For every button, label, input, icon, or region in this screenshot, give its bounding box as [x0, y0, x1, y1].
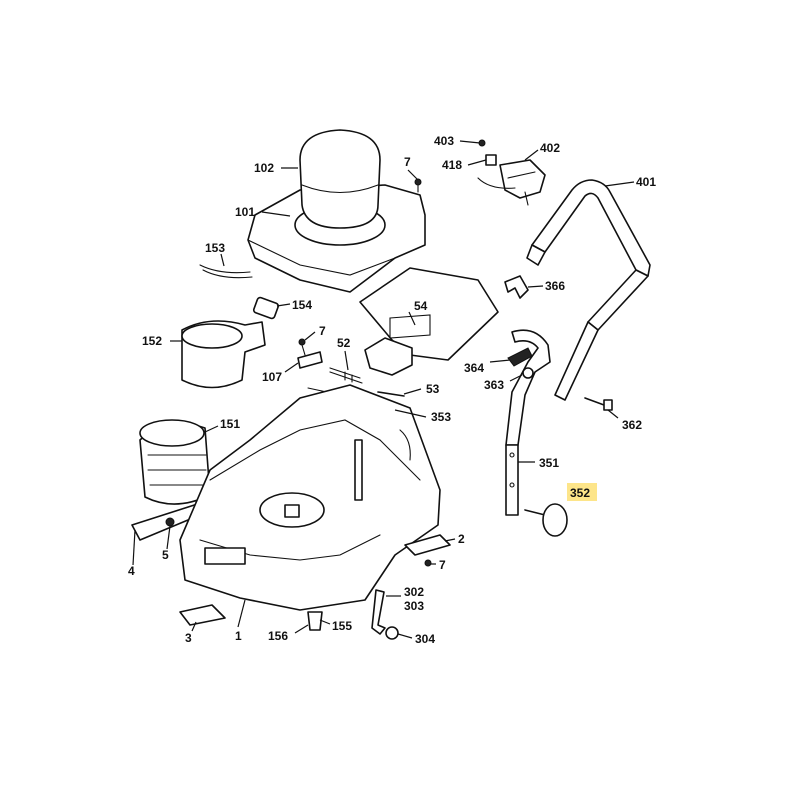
height-adjuster-155-156 — [307, 611, 323, 631]
label-351: 351 — [539, 456, 559, 470]
label-153: 153 — [205, 241, 225, 255]
front-cover-3 — [179, 604, 226, 626]
label-366: 366 — [545, 279, 565, 293]
label-53: 53 — [426, 382, 440, 396]
label-7-low: 7 — [439, 558, 446, 572]
label-303: 303 — [404, 599, 424, 613]
label-418: 418 — [442, 158, 462, 172]
label-54: 54 — [414, 299, 428, 313]
label-364: 364 — [464, 361, 484, 375]
label-154: 154 — [292, 298, 312, 312]
grass-box-cap — [299, 129, 381, 229]
clip-418 — [485, 154, 497, 166]
label-362: 362 — [622, 418, 642, 432]
label-7-top: 7 — [404, 155, 411, 169]
rear-flap-2 — [404, 534, 451, 556]
label-107: 107 — [262, 370, 282, 384]
label-102: 102 — [254, 161, 274, 175]
label-304: 304 — [415, 632, 435, 646]
clip-366 — [504, 275, 529, 299]
screw-7-mid — [298, 338, 306, 356]
label-2: 2 — [458, 532, 465, 546]
label-155: 155 — [332, 619, 352, 633]
screw-7-top — [414, 178, 422, 193]
mower-deck — [179, 384, 441, 611]
label-363: 363 — [484, 378, 504, 392]
label-151: 151 — [220, 417, 240, 431]
label-3: 3 — [185, 631, 192, 645]
label-52: 52 — [337, 336, 351, 350]
lower-handle — [505, 329, 551, 516]
screw-5 — [165, 517, 175, 527]
screw-7-low — [424, 559, 432, 567]
label-156: 156 — [268, 629, 288, 643]
label-403: 403 — [434, 134, 454, 148]
highlight-352 — [567, 483, 597, 501]
knob-352 — [524, 503, 568, 537]
hinge-rod — [377, 391, 405, 397]
label-101: 101 — [235, 205, 255, 219]
switch-box — [477, 159, 546, 206]
label-352: 352 — [570, 486, 590, 500]
wheel-cap-304 — [385, 626, 399, 640]
lever-302-303 — [371, 589, 386, 635]
capacitor-154 — [252, 296, 280, 320]
label-402: 402 — [540, 141, 560, 155]
label-401: 401 — [636, 175, 656, 189]
motor-151 — [139, 419, 211, 505]
label-1: 1 — [235, 629, 242, 643]
cable-153 — [199, 264, 253, 279]
part-labels: 102 101 7 403 418 402 401 366 54 52 53 3… — [128, 134, 656, 646]
switch-housing-152 — [181, 320, 266, 389]
washer-363 — [522, 367, 534, 379]
label-4: 4 — [128, 564, 135, 578]
hinge-spring — [329, 367, 363, 384]
upper-handle — [526, 179, 651, 401]
label-152: 152 — [142, 334, 162, 348]
rear-flap — [359, 267, 499, 376]
label-5: 5 — [162, 548, 169, 562]
bolt-362 — [584, 397, 613, 411]
leader-lines — [132, 140, 635, 639]
label-302: 302 — [404, 585, 424, 599]
label-7-mid: 7 — [319, 324, 326, 338]
handle-knob-364 — [507, 347, 533, 367]
bracket-107 — [297, 351, 323, 369]
label-353: 353 — [431, 410, 451, 424]
